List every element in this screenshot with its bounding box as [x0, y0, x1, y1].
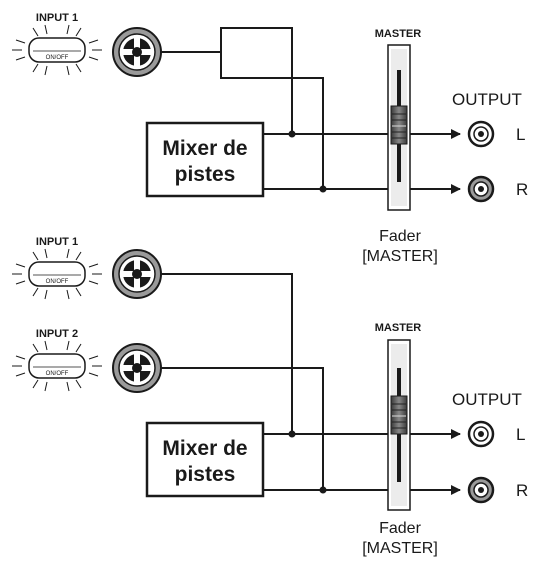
mixer-title-line2: pistes — [175, 163, 236, 186]
junction-dot — [319, 486, 327, 494]
input-2-button[interactable]: INPUT 2 ON/OFF — [12, 328, 102, 392]
fader-knob-icon[interactable] — [390, 105, 408, 145]
mixer-title-line1: Mixer de — [162, 437, 247, 460]
glow-rays-icon — [12, 24, 102, 76]
output-jack-r-icon — [467, 175, 495, 203]
fader-label-line1: Fader — [379, 520, 421, 537]
diagram-2: INPUT 1 ON/OFF INP — [12, 236, 528, 557]
output-l-label: L — [516, 125, 525, 144]
junction-dot — [288, 430, 296, 438]
output-r-label: R — [516, 481, 528, 500]
fader-label-line1: Fader — [379, 228, 421, 245]
fader-label-line2: [MASTER] — [362, 248, 438, 265]
mixer-title-line2: pistes — [175, 463, 236, 486]
junction-dot — [288, 130, 296, 138]
glow-rays-icon — [12, 248, 102, 300]
combo-jack-icon — [112, 27, 162, 77]
output-label: OUTPUT — [452, 90, 522, 109]
output-label: OUTPUT — [452, 390, 522, 409]
diagram-1: INPUT 1 ON/OFF — [12, 12, 528, 265]
fader-knob-icon[interactable] — [390, 395, 408, 435]
input-1-button[interactable]: INPUT 1 ON/OFF — [12, 12, 102, 76]
master-label: MASTER — [375, 322, 422, 334]
output-lines — [263, 129, 461, 194]
combo-jack-icon — [112, 249, 162, 299]
output-jack-l-icon — [467, 420, 495, 448]
master-fader[interactable] — [387, 339, 411, 511]
track-mixer-box: Mixer de pistes — [145, 121, 265, 198]
onoff-text: ON/OFF — [46, 279, 69, 285]
onoff-text: ON/OFF — [46, 371, 69, 377]
fader-label-line2: [MASTER] — [362, 540, 438, 557]
signal-wires — [161, 273, 324, 490]
mixer-title-line1: Mixer de — [162, 137, 247, 160]
junction-dot — [319, 185, 327, 193]
master-fader[interactable] — [387, 44, 411, 211]
input-label: INPUT 1 — [36, 12, 78, 24]
glow-rays-icon — [12, 340, 102, 392]
output-r-label: R — [516, 180, 528, 199]
track-mixer-box: Mixer de pistes — [145, 421, 265, 498]
output-jack-r-icon — [467, 476, 495, 504]
onoff-text: ON/OFF — [46, 55, 69, 61]
output-l-label: L — [516, 425, 525, 444]
input-label: INPUT 2 — [36, 328, 78, 340]
input-1-button[interactable]: INPUT 1 ON/OFF — [12, 236, 102, 300]
output-jack-l-icon — [467, 120, 495, 148]
combo-jack-icon — [112, 343, 162, 393]
master-label: MASTER — [375, 28, 422, 40]
input-label: INPUT 1 — [36, 236, 78, 248]
output-lines — [263, 429, 461, 495]
